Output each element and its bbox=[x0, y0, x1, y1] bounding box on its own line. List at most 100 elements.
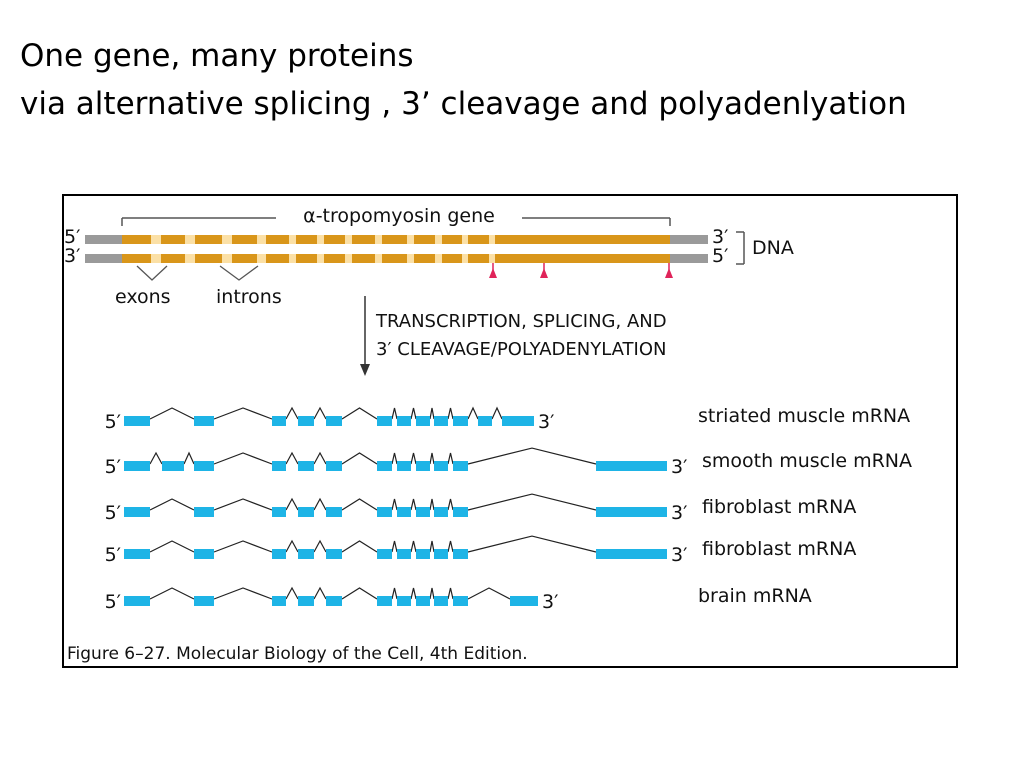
mrna-exon bbox=[434, 549, 448, 559]
mrna-exon bbox=[272, 461, 286, 471]
five-prime-label: 5′ bbox=[105, 502, 121, 524]
dna-intron bbox=[289, 235, 296, 244]
intron-splice-line bbox=[410, 452, 417, 465]
gene-label: α-tropomyosin gene bbox=[303, 205, 495, 227]
dna-intron bbox=[151, 235, 161, 244]
mrna-exon bbox=[298, 596, 314, 606]
mrna-exon bbox=[397, 549, 411, 559]
mrna-exon bbox=[377, 549, 392, 559]
intron-splice-line bbox=[149, 587, 195, 600]
mrna-exon bbox=[434, 507, 448, 517]
mrna-exon bbox=[434, 596, 448, 606]
intron-splice-line bbox=[467, 406, 479, 420]
dna-flank-left bbox=[85, 254, 122, 263]
introns-label: introns bbox=[216, 286, 282, 308]
intron-splice-line bbox=[285, 586, 299, 600]
intron-splice-line bbox=[429, 540, 435, 553]
mrna-exon bbox=[326, 596, 342, 606]
mrna-row: 5′3′fibroblast mRNA bbox=[105, 493, 856, 524]
three-prime-label: 3′ bbox=[671, 544, 687, 566]
mrna-exon bbox=[124, 507, 150, 517]
intron-splice-line bbox=[447, 587, 454, 600]
mrna-exon bbox=[397, 596, 411, 606]
mrna-exon bbox=[397, 461, 411, 471]
dna-intron bbox=[375, 254, 382, 263]
three-prime-label: 3′ bbox=[538, 411, 554, 433]
dna-intron bbox=[317, 235, 324, 244]
intron-splice-line bbox=[391, 407, 398, 420]
mrna-exon bbox=[272, 507, 286, 517]
mrna-exon bbox=[377, 461, 392, 471]
intron-splice-line bbox=[149, 407, 195, 420]
mrna-exon bbox=[453, 416, 468, 426]
dna-exon-region bbox=[122, 254, 670, 263]
mrna-isoforms: 5′ 3′ striated muscle mRNA 5′ 3′ smooth muscl… bbox=[105, 405, 912, 613]
mrna-exon bbox=[377, 507, 392, 517]
mrna-exon bbox=[377, 596, 392, 606]
intron-splice-line bbox=[391, 540, 398, 553]
intron-splice-line bbox=[213, 498, 273, 511]
dna-flank-left bbox=[85, 235, 122, 244]
dna-intron bbox=[435, 235, 442, 244]
slide-title-line-1: One gene, many proteins bbox=[20, 38, 414, 74]
intron-splice-line bbox=[341, 540, 378, 553]
intron-splice-line bbox=[447, 452, 454, 465]
mrna-exon bbox=[194, 507, 214, 517]
intron-splice-line bbox=[391, 452, 398, 465]
dna-intron bbox=[489, 254, 495, 263]
mrna-exon bbox=[434, 461, 448, 471]
intron-splice-line bbox=[429, 498, 435, 511]
dna-intron bbox=[151, 254, 161, 263]
mrna-label: fibroblast mRNA bbox=[702, 538, 856, 560]
mrna-label: fibroblast mRNA bbox=[702, 496, 856, 518]
process-label-line-1: TRANSCRIPTION, SPLICING, AND bbox=[375, 311, 667, 332]
intron-splice-line bbox=[213, 587, 273, 600]
dna-intron bbox=[185, 254, 195, 263]
gene-bracket bbox=[121, 217, 671, 226]
intron-splice-line bbox=[183, 451, 195, 465]
intron-splice-line bbox=[149, 540, 195, 553]
mrna-row: 5′3′brain mRNA bbox=[105, 585, 812, 613]
intron-splice-line bbox=[341, 452, 378, 465]
mrna-exon bbox=[298, 507, 314, 517]
dna-flank-right bbox=[670, 254, 708, 263]
mrna-exon bbox=[124, 596, 150, 606]
mrna-exon bbox=[124, 461, 150, 471]
intron-splice-line bbox=[410, 540, 417, 553]
figure-caption: Figure 6–27. Molecular Biology of the Ce… bbox=[67, 644, 528, 664]
five-prime-label: 5′ bbox=[105, 411, 121, 433]
intron-splice-line bbox=[341, 587, 378, 600]
intron-splice-line bbox=[410, 587, 417, 600]
mrna-exon bbox=[596, 507, 667, 517]
intron-splice-line bbox=[285, 539, 299, 553]
five-prime-label: 5′ bbox=[105, 544, 121, 566]
intron-splice-line bbox=[467, 447, 597, 465]
intron-splice-line bbox=[341, 407, 378, 420]
intron-splice-line bbox=[213, 540, 273, 553]
alpha-tropomyosin-splicing-diagram: α-tropomyosin gene 5′ 3′ 3′ 5′ DNA exons… bbox=[64, 205, 912, 664]
dna-intron bbox=[257, 235, 266, 244]
mrna-label: smooth muscle mRNA bbox=[702, 450, 912, 472]
intron-splice-line bbox=[285, 497, 299, 511]
intron-splice-line bbox=[410, 407, 417, 420]
polyadenylation-site-marker bbox=[665, 268, 673, 278]
exons-pointer bbox=[136, 265, 168, 281]
intron-splice-line bbox=[467, 493, 597, 511]
mrna-label: striated muscle mRNA bbox=[698, 405, 910, 427]
intron-splice-line bbox=[313, 586, 327, 600]
dna-intron bbox=[462, 254, 468, 263]
intron-splice-line bbox=[341, 498, 378, 511]
intron-splice-line bbox=[429, 407, 435, 420]
intron-splice-line bbox=[313, 451, 327, 465]
dna-intron bbox=[185, 235, 195, 244]
mrna-exon bbox=[377, 416, 392, 426]
dna-exon-region bbox=[122, 235, 670, 244]
dna-intron bbox=[375, 235, 382, 244]
intron-splice-line bbox=[391, 498, 398, 511]
dna-bracket bbox=[736, 231, 745, 265]
mrna-exon bbox=[416, 507, 430, 517]
mrna-exon bbox=[298, 416, 314, 426]
intron-splice-line bbox=[467, 535, 597, 553]
polyadenylation-site-marker bbox=[489, 268, 497, 278]
mrna-exon bbox=[124, 549, 150, 559]
